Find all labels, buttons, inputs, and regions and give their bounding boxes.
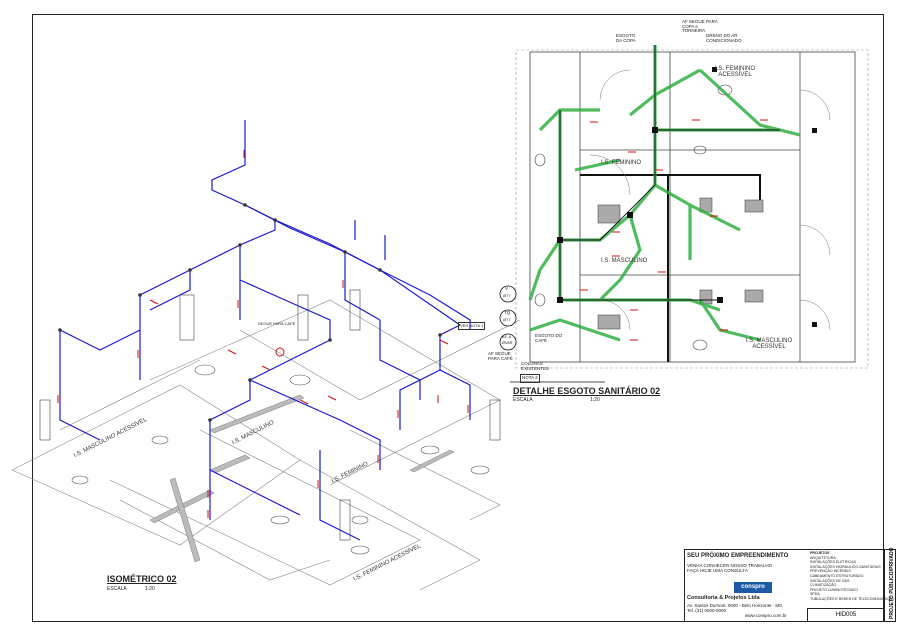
room-feminino: I.S. FEMININO <box>601 160 642 166</box>
detail-title: DETALHE ESGOTO SANITÁRIO 02 <box>513 386 661 396</box>
project-item: TUBULAÇÕES E REDES DE TELECOMUNICAÇÃO <box>810 596 895 601</box>
room-masculino: I.S. MASCULINO <box>601 258 648 264</box>
title-block: SEU PRÓXIMO EMPREENDIMENTO VENHA CONHECE… <box>684 549 884 622</box>
sheet-frame <box>32 14 884 622</box>
room-feminino-acessivel: I.S. FEMININO ACESSÍVEL <box>714 66 755 78</box>
project-name: SEU PRÓXIMO EMPREENDIMENTO <box>687 553 789 559</box>
project-item: ARQUITETURA <box>810 555 836 560</box>
note-dreno-ar: DRENO DO AR CONDICIONADO <box>706 33 742 43</box>
firm-name: Consultoria & Projetos Ltda <box>687 595 760 601</box>
note-af-segue-cafe: AF SEGUE PARA CAFÉ <box>488 351 513 361</box>
project-item: PREVENÇÃO INCÊNDIO <box>810 569 852 574</box>
projects-header: PROJETOS <box>810 551 830 555</box>
tag-v: V <box>505 286 509 291</box>
project-item: CLIMATIZAÇÃO <box>810 583 837 588</box>
note-esgoto-copa: ESGOTO DA COPA <box>616 33 636 43</box>
side-label: PROJETO PÚBLICO/PRIVADO <box>889 547 895 620</box>
client-line-2: FAÇA HOJE UMA CONSULTA <box>687 568 748 573</box>
tag-afa: AF-A <box>502 334 512 339</box>
client-line-1: VENHA CONHECER NOSSO TRABALHO <box>687 563 773 568</box>
project-item: INSTALAÇÕES ELÉTRICAS <box>810 560 856 565</box>
firm-logo: conspro <box>734 582 772 593</box>
project-item: CABEAMENTO ESTRUTURADO <box>810 573 864 578</box>
note-af-segue-copa: AF SEGUE PARA COPA e TORNEIRA <box>682 19 718 33</box>
tag-tq-diameter: Ø77 <box>503 317 511 322</box>
projects-list: PROJETOS ARQUITETURA INSTALAÇÕES ELÉTRIC… <box>810 551 895 602</box>
note-esgoto-cafe: ESGOTO DO CAFÉ <box>535 333 563 343</box>
tag-afa-diameter: ØVAR <box>502 341 513 345</box>
firm-address: Av. Santos Dumont, 0000 - Belo Horizonte… <box>687 603 783 608</box>
detail-scale-value: 1:20 <box>590 397 600 403</box>
project-item: SPDA <box>810 592 820 597</box>
project-item: PROJETO LUMINOTÉCNICO <box>810 587 859 592</box>
firm-contact: Tel. (31) 0000-0000 <box>687 608 727 613</box>
tag-v-diameter: Ø77 <box>503 293 511 298</box>
project-item: INSTALAÇÕES DE GÁS <box>810 578 850 583</box>
detail-scale-label: ESCALA <box>513 397 533 403</box>
iso-note-ver-nota: VER NOTA 1 <box>458 322 486 330</box>
note-nota: NOTA 2 <box>520 374 540 383</box>
room-masculino-acessivel: I.S. MASCULINO ACESSÍVEL <box>745 338 793 350</box>
isometric-scale-label: ESCALA <box>107 586 127 592</box>
drawing-number: HID005 <box>807 608 884 622</box>
side-label-box: PROJETO PÚBLICO/PRIVADO <box>884 547 896 622</box>
firm-web: www.conspro.com.br <box>745 613 787 618</box>
tag-tq: TQ <box>504 310 511 315</box>
isometric-title: ISOMÉTRICO 02 <box>107 574 177 584</box>
iso-note-segue-cafe: SEGUE PARA CAFÉ <box>258 321 296 326</box>
isometric-scale-value: 1:20 <box>145 586 155 592</box>
project-item: INSTALAÇÕES HIDRÁULICO-SANITÁRIAS <box>810 564 881 569</box>
note-colunas: COLUNAS EXISTENTES <box>521 361 550 371</box>
